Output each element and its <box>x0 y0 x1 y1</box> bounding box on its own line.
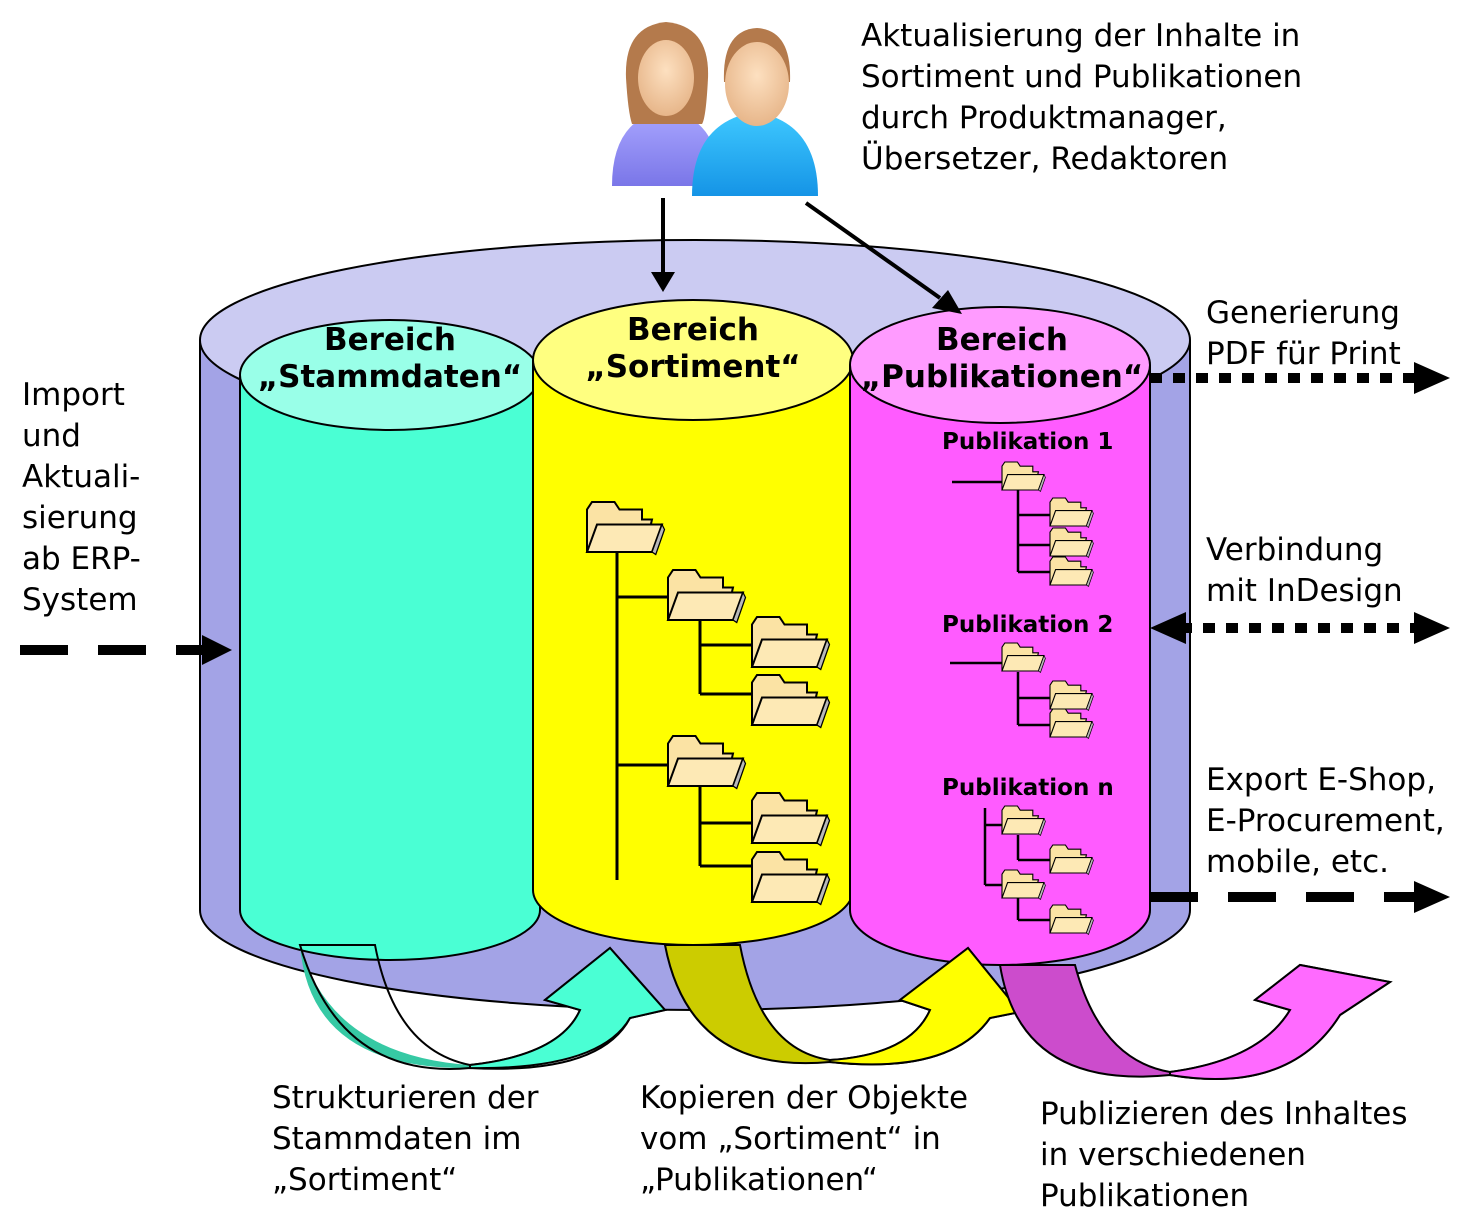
publication-n-tree <box>983 808 1050 922</box>
stammdaten-cylinder <box>239 319 541 961</box>
indesign-arrow <box>1150 612 1450 644</box>
publish-step-label: Publizieren des Inhaltes in verschiedene… <box>1040 1096 1408 1214</box>
publication-2-tree <box>950 661 1050 727</box>
indesign-label: Verbindung mit InDesign <box>1206 532 1403 609</box>
publication-n-label: Publikation n <box>942 775 1114 801</box>
publication-1-tree <box>952 480 1050 574</box>
publikationen-title: Bereich „Publikationen“ <box>860 322 1144 395</box>
pdf-output-arrow <box>1150 362 1450 394</box>
publication-2-label: Publikation 2 <box>942 612 1114 638</box>
structure-step-label: Strukturieren der Stammdaten im „Sortime… <box>272 1080 539 1198</box>
sortiment-cylinder <box>532 299 854 946</box>
publish-curved-arrow <box>998 963 1393 1080</box>
export-label: Export E-Shop, E-Procurement, mobile, et… <box>1206 762 1445 880</box>
copy-curved-arrow <box>663 944 1022 1066</box>
users-icon <box>612 22 818 196</box>
update-note: Aktualisierung der Inhalte in Sortiment … <box>861 18 1303 177</box>
sortiment-folder-tree <box>615 548 752 880</box>
sortiment-title: Bereich „Sortiment“ <box>585 312 801 385</box>
update-arrows <box>651 198 962 314</box>
stammdaten-title: Bereich „Stammdaten“ <box>257 322 523 395</box>
publication-1-label: Publikation 1 <box>942 429 1114 455</box>
pdf-output-label: Generierung PDF für Print <box>1206 295 1401 372</box>
export-arrow <box>1150 881 1450 913</box>
copy-step-label: Kopieren der Objekte vom „Sortiment“ in … <box>640 1080 969 1198</box>
structure-curved-arrow <box>298 944 667 1070</box>
import-note: Import und Aktuali- sierung ab ERP- Syst… <box>22 377 141 618</box>
import-arrow <box>20 635 232 665</box>
